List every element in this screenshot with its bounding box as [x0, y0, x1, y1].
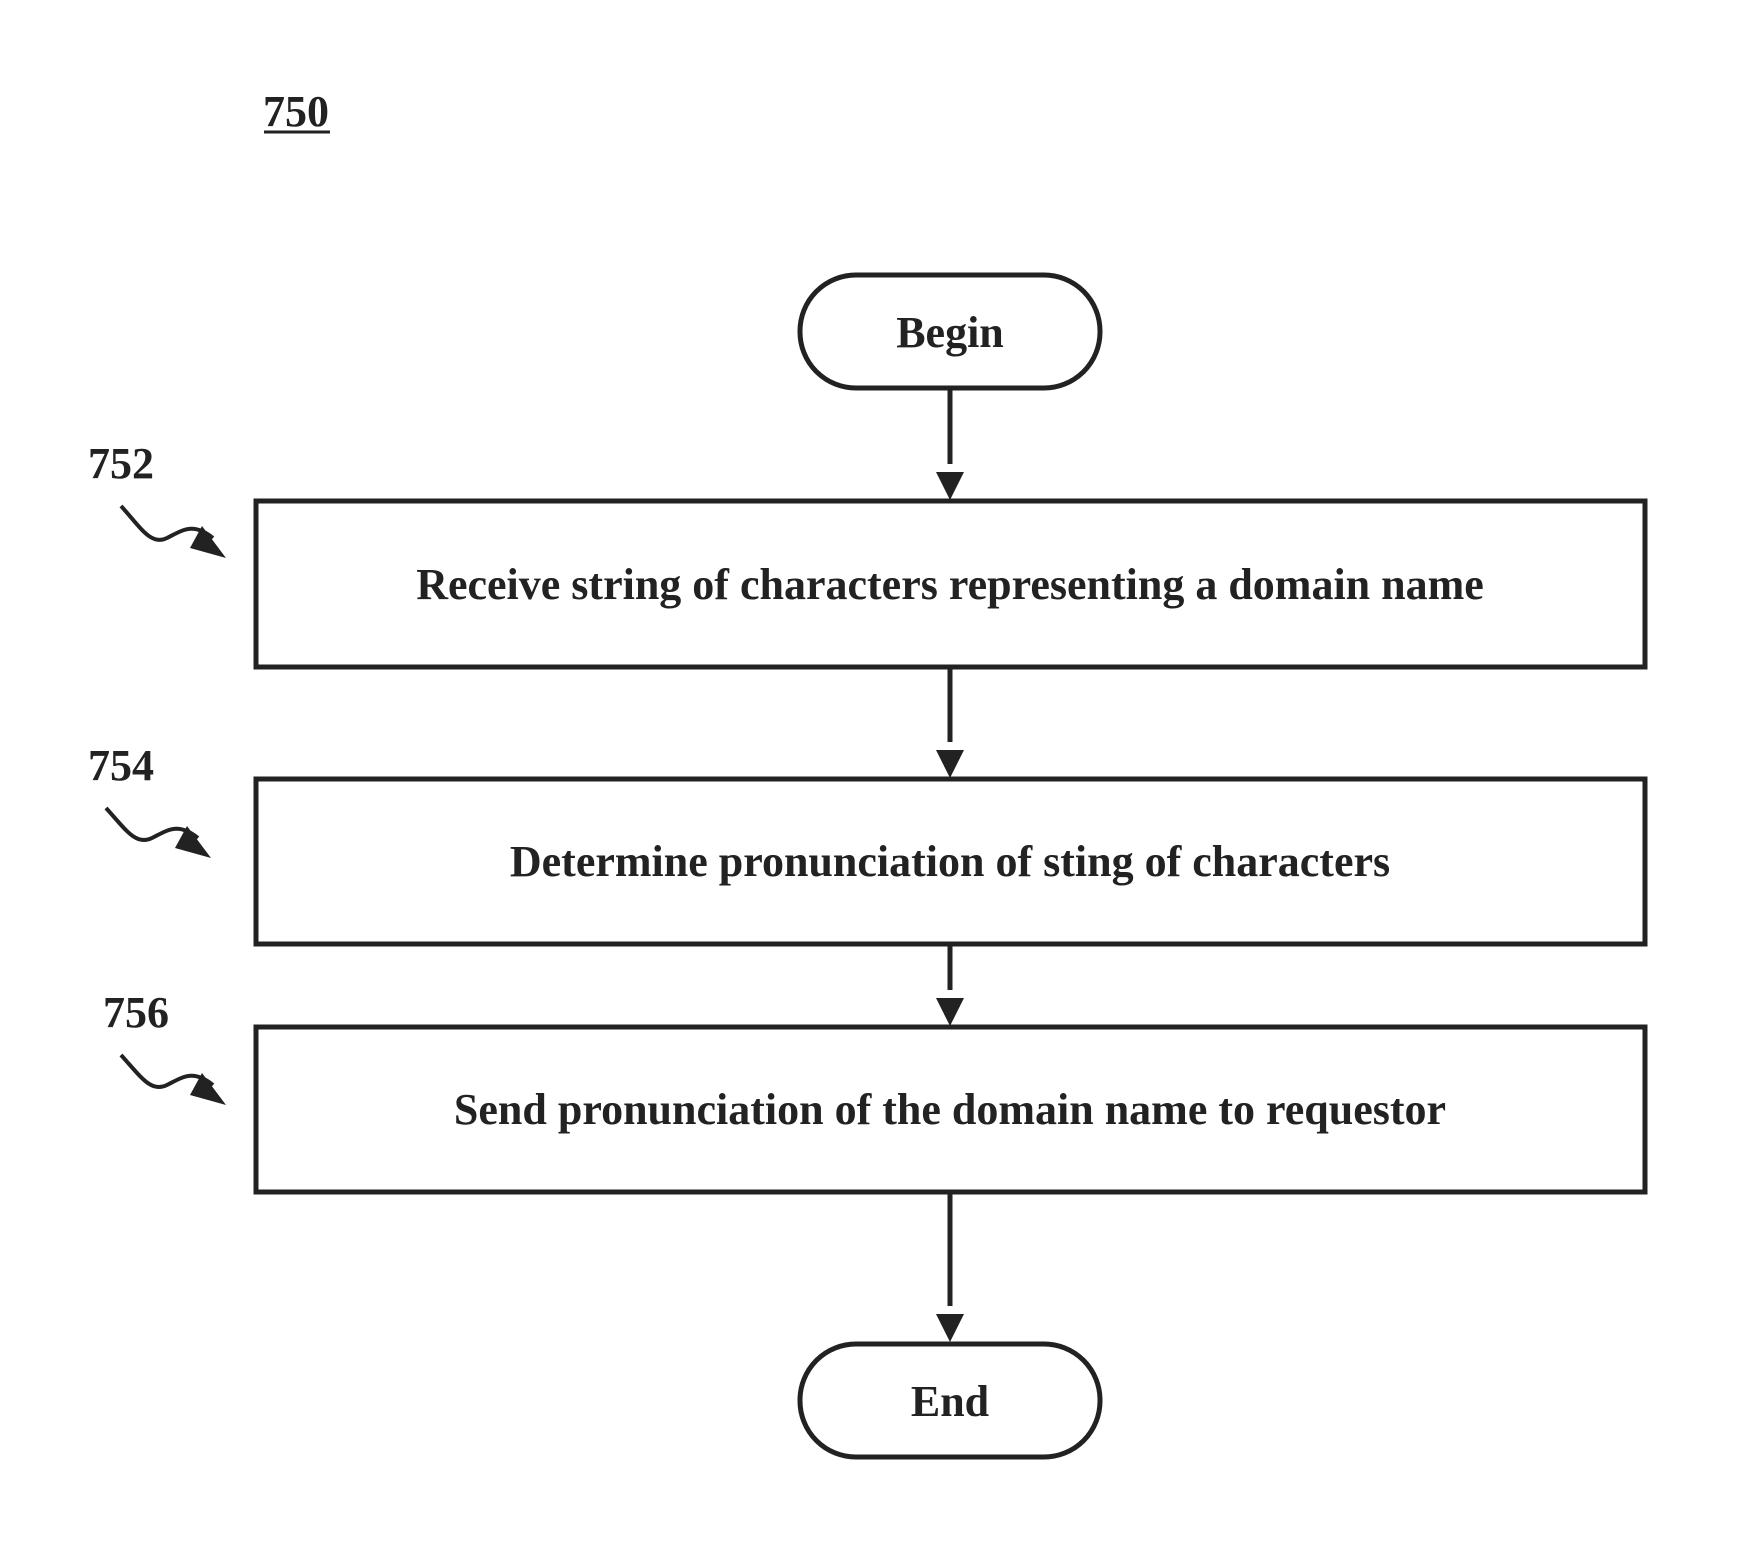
ref-752: 752	[88, 439, 154, 488]
figure-number: 750	[263, 87, 329, 136]
ref-756: 756	[103, 988, 169, 1037]
process-step-754: Determine pronunciation of sting of char…	[256, 779, 1645, 944]
begin-terminator: Begin	[800, 275, 1100, 388]
arrowhead-756-to-end	[936, 1314, 964, 1342]
arrowhead-begin-to-752	[936, 472, 964, 500]
step-754-label: Determine pronunciation of sting of char…	[510, 837, 1390, 886]
begin-label: Begin	[896, 308, 1004, 357]
arrowhead-752-to-754	[936, 750, 964, 778]
ref-754: 754	[88, 741, 154, 790]
process-step-756: Send pronunciation of the domain name to…	[256, 1027, 1645, 1192]
step-752-label: Receive string of characters representin…	[416, 560, 1484, 609]
arrowhead-754-to-756	[936, 998, 964, 1026]
step-756-label: Send pronunciation of the domain name to…	[454, 1085, 1446, 1134]
end-label: End	[911, 1377, 989, 1426]
process-step-752: Receive string of characters representin…	[256, 501, 1645, 667]
end-terminator: End	[800, 1344, 1100, 1457]
